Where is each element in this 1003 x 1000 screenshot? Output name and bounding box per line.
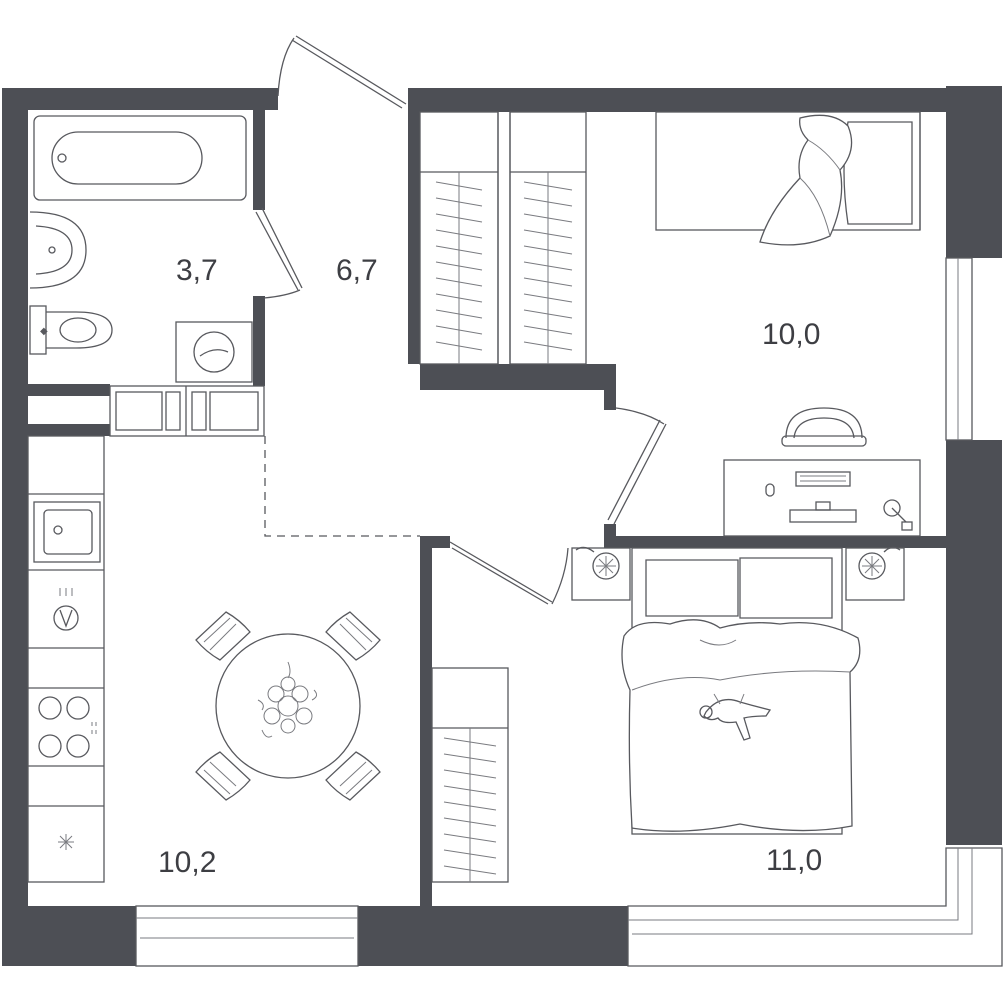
sink-icon [29, 211, 87, 289]
area-label-bedroom-lower: 11,0 [766, 844, 822, 877]
kitchen-counter [27, 435, 105, 883]
area-label-kitchen-dining: 10,2 [158, 846, 216, 879]
hallway-boundary [264, 436, 420, 537]
hallway-cabinet [109, 385, 265, 437]
washing-machine-icon [175, 321, 253, 383]
windows [135, 257, 1003, 967]
bed-icon [621, 547, 861, 835]
cat-icon [699, 693, 772, 741]
fridge-icon [58, 834, 74, 850]
walls [2, 86, 1002, 966]
area-label-bedroom-upper: 10,0 [762, 318, 820, 351]
doors [255, 35, 667, 605]
toilet-icon: ◆ [29, 305, 113, 355]
svg-text:◆: ◆ [40, 326, 48, 337]
plant-icon [257, 661, 318, 738]
bathtub-icon [33, 115, 247, 201]
stove-icon [38, 696, 97, 758]
wardrobe-icon [431, 667, 509, 883]
area-label-bathroom: 3,7 [176, 254, 218, 287]
faucet-icon [53, 588, 79, 631]
bed-icon [655, 111, 921, 246]
nightstand-lamp-icon [571, 546, 905, 601]
area-label-hallway: 6,7 [336, 254, 378, 287]
kitchen-sink-icon [33, 501, 101, 563]
desk-icon [723, 459, 921, 537]
chair-icon [781, 407, 867, 447]
wardrobe-icon [419, 111, 587, 365]
round-table-icon [195, 611, 381, 801]
